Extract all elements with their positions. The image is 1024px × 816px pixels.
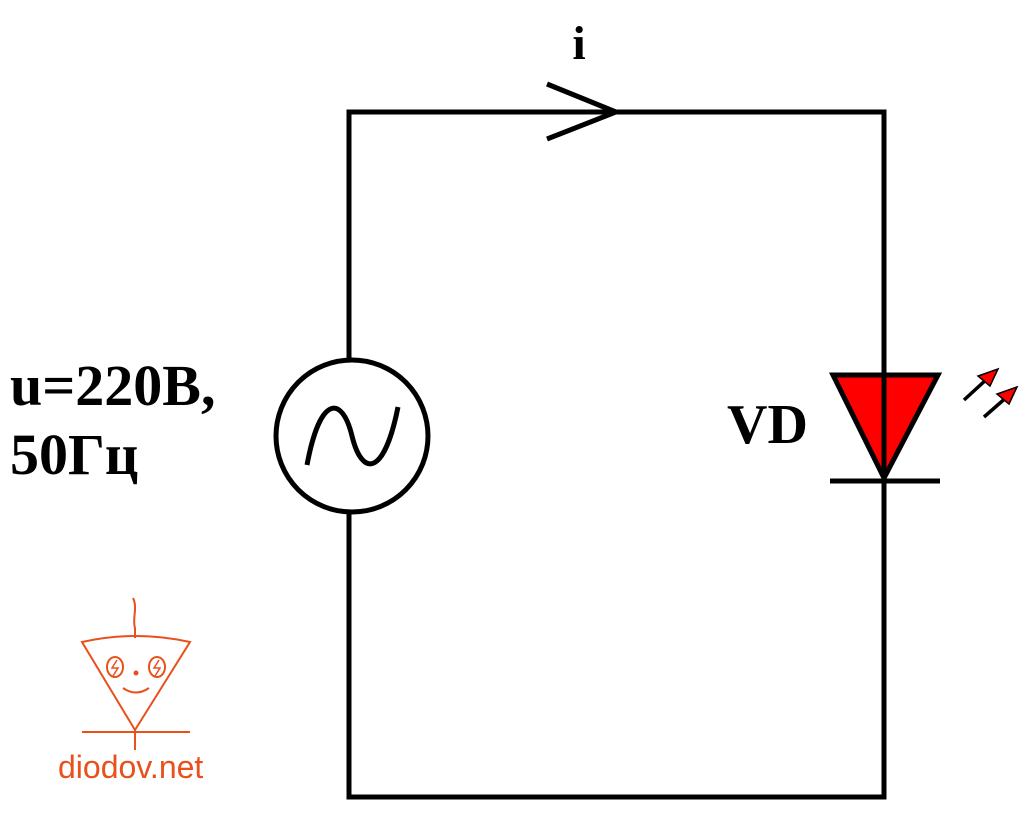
mascot-smile	[122, 687, 150, 694]
current-arrow-icon	[546, 81, 623, 142]
source-voltage-label: u=220В,	[10, 353, 216, 418]
light-arrow-1-head	[976, 367, 1000, 388]
source-frequency-label: 50Гц	[10, 422, 138, 487]
mascot-right-eye-bolt	[152, 659, 162, 677]
light-arrows-icon	[962, 367, 1019, 419]
mascot-body	[80, 635, 192, 732]
current-label: i	[572, 17, 585, 70]
led-label: VD	[727, 394, 808, 456]
sine-wave-icon	[304, 405, 401, 467]
ac-source	[273, 357, 431, 515]
led-diode-icon	[828, 372, 943, 484]
mascot-right-eye	[148, 656, 166, 678]
light-arrow-2-head	[995, 385, 1019, 406]
mascot-left-eye-bolt	[110, 659, 120, 677]
diode-mascot-icon	[80, 597, 192, 750]
mascot-nose	[133, 670, 139, 676]
wire-top	[346, 109, 887, 379]
logo-text: diodov.net	[58, 749, 203, 785]
mascot-antenna	[132, 597, 137, 638]
mascot-left-eye	[106, 656, 124, 678]
wire-bottom	[346, 477, 887, 800]
